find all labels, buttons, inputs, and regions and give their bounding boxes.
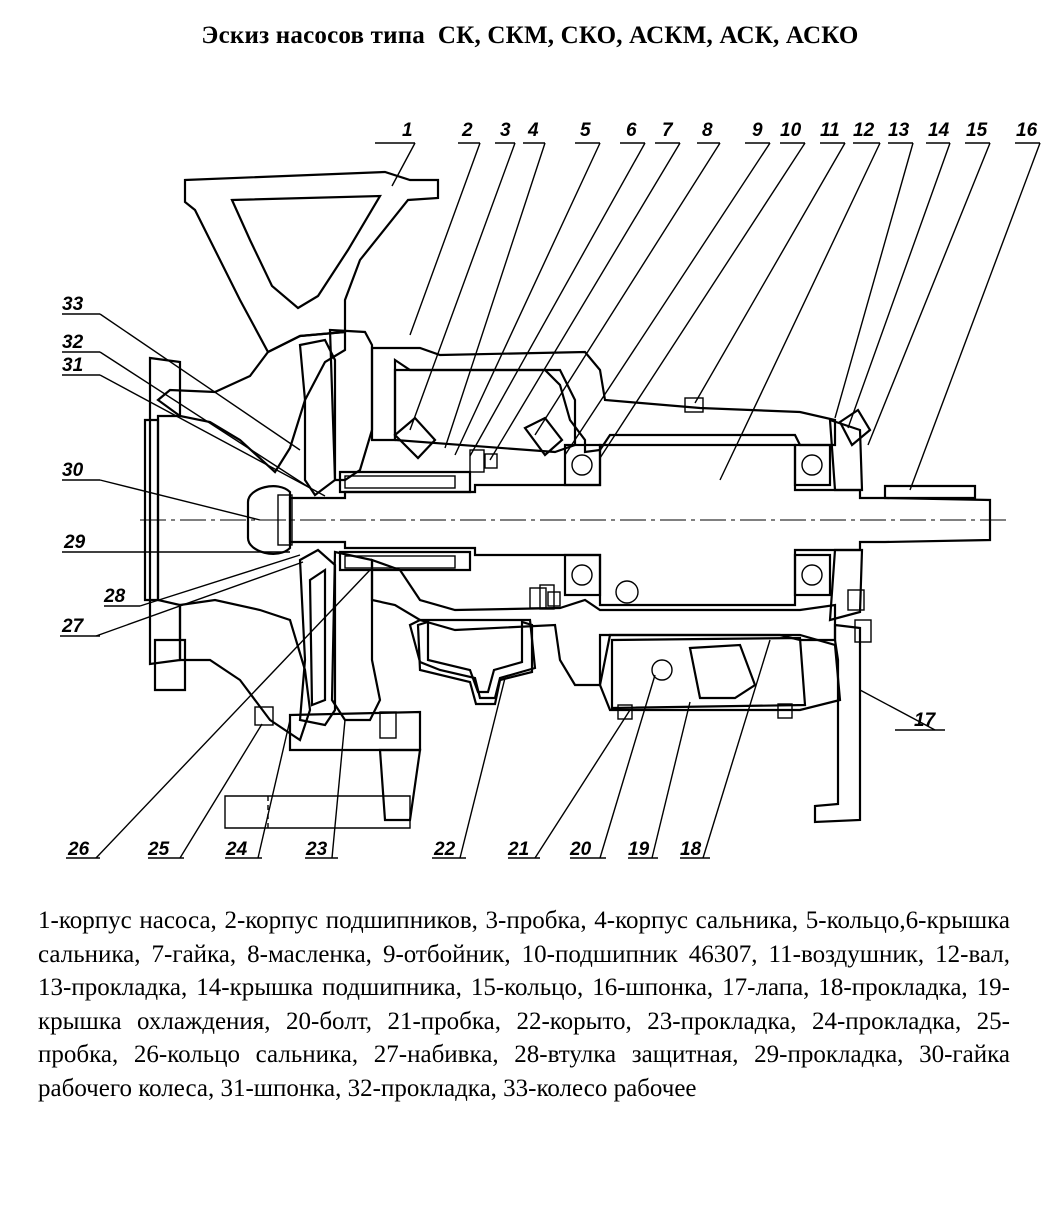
cooling-cover-and-foot — [254, 580, 872, 824]
callout-27: 27 — [61, 616, 85, 637]
callout-5: 5 — [580, 120, 591, 141]
page-title: Эскиз насосов типа СК, СКМ, СКО, АСКМ, А… — [201, 22, 859, 49]
callout-1: 1 — [402, 120, 413, 141]
callout-24: 24 — [225, 839, 248, 860]
impeller — [298, 338, 337, 727]
callout-11: 11 — [820, 120, 840, 141]
callout-10: 10 — [780, 120, 802, 141]
callout-7: 7 — [662, 120, 674, 141]
stuffing-box — [338, 408, 872, 609]
callout-17: 17 — [914, 710, 937, 731]
callout-25: 25 — [147, 839, 170, 860]
callout-9: 9 — [752, 120, 763, 141]
callout-28: 28 — [103, 586, 126, 607]
callout-29: 29 — [63, 532, 86, 553]
callout-16: 16 — [1016, 120, 1038, 141]
callout-31: 31 — [62, 355, 83, 376]
pump-cross-section-drawing: 1 2 3 4 5 6 7 8 9 10 11 12 13 14 15 16 1… — [60, 120, 1041, 860]
callout-4: 4 — [527, 120, 539, 141]
callout-20: 20 — [569, 839, 592, 860]
leader-lines — [60, 142, 1041, 859]
callout-22: 22 — [433, 839, 456, 860]
callout-3: 3 — [500, 120, 511, 141]
callout-18: 18 — [680, 839, 702, 860]
callout-15: 15 — [966, 120, 988, 141]
callout-19: 19 — [628, 839, 650, 860]
callout-8: 8 — [702, 120, 713, 141]
callout-23: 23 — [305, 839, 328, 860]
callout-13: 13 — [888, 120, 910, 141]
callout-30: 30 — [62, 460, 84, 481]
callout-12: 12 — [853, 120, 875, 141]
callout-6: 6 — [626, 120, 637, 141]
callout-2: 2 — [461, 120, 473, 141]
parts-legend: 1-корпус насоса, 2-корпус подшипников, 3… — [38, 907, 1010, 1102]
callout-14: 14 — [928, 120, 950, 141]
bearing-housing — [370, 346, 842, 712]
callout-labels: 1 2 3 4 5 6 7 8 9 10 11 12 13 14 15 16 1… — [61, 120, 1038, 860]
callout-21: 21 — [507, 839, 529, 860]
callout-26: 26 — [67, 839, 90, 860]
bearings — [563, 397, 864, 622]
callout-33: 33 — [62, 294, 84, 315]
shaft — [140, 443, 1010, 607]
cooling-trough — [408, 618, 537, 706]
callout-32: 32 — [62, 332, 84, 353]
